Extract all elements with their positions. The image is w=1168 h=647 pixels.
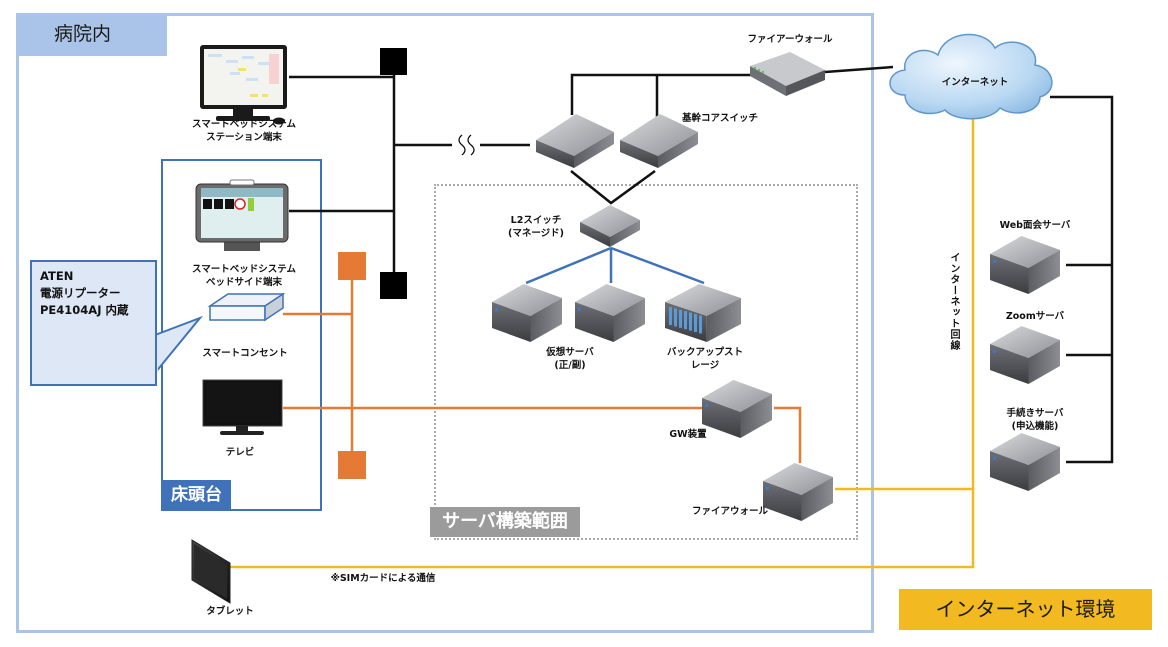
internet-line-tablet — [230, 117, 975, 569]
station-terminal-icon — [200, 45, 287, 125]
tablet-label: タブレット — [206, 606, 254, 617]
sim-note: ※SIMカードによる通信 — [330, 573, 436, 584]
bedside-terminal-label-line2: ベッドサイド端末 — [205, 277, 282, 288]
callout-pointer — [154, 315, 204, 376]
virtual-server-label-line2: (正/副) — [554, 360, 586, 371]
core-to-l2-links — [570, 169, 656, 205]
bedside-terminal-label: スマートベッドシステム ベッドサイド端末 — [170, 263, 318, 289]
internet-cloud-label: インターネット — [941, 77, 1009, 88]
tv-label: テレビ — [225, 447, 255, 458]
zoom-server-icon — [990, 326, 1060, 384]
procedure-server-icon — [990, 433, 1060, 491]
callout-brand: ATEN — [40, 269, 74, 283]
virtual-server-label-line1: 仮想サーバ — [546, 347, 594, 358]
line-break-symbol — [458, 134, 475, 156]
l2-switch-label-line1: L2スイッチ — [510, 215, 562, 226]
backup-storage-label-line1: バックアップスト — [666, 347, 743, 358]
web-meeting-server-icon — [990, 236, 1060, 294]
core-switch-1-icon — [536, 114, 614, 168]
station-terminal-label: スマートベッドシステム ステーション端末 — [170, 118, 318, 144]
backup-storage-label: バックアップスト レージ — [657, 346, 753, 372]
callout-model: PE4104AJ 内蔵 — [40, 303, 129, 317]
tv-icon — [202, 379, 283, 435]
l2-switch-label: L2スイッチ (マネージド) — [500, 214, 572, 240]
hospital-zone — [16, 13, 874, 633]
hub-square-top — [380, 48, 407, 75]
backup-storage-icon — [665, 284, 741, 342]
procedure-server-label: 手続きサーバ (申込機能) — [985, 407, 1085, 433]
internet-line-label: インターネット回線 — [948, 252, 959, 351]
orange-square-bottom — [338, 451, 366, 479]
smart-outlet-label: スマートコンセント — [202, 348, 288, 359]
station-terminal-label-line2: ステーション端末 — [206, 132, 282, 143]
internet-lines — [230, 117, 975, 569]
procedure-server-label-line1: 手続きサーバ — [1006, 408, 1064, 419]
gw-device-icon — [702, 380, 772, 438]
tablet-icon — [191, 539, 231, 604]
web-meeting-server-label: Web面会サーバ — [999, 220, 1071, 231]
internet-environment-label: インターネット環境 — [899, 589, 1152, 630]
bedside-table-label: 床頭台 — [161, 480, 231, 511]
l2-switch-icon — [580, 205, 640, 247]
orange-square-top — [338, 252, 366, 280]
backup-storage-label-line2: レージ — [690, 360, 720, 371]
l2-switch-label-line2: (マネージド) — [508, 228, 564, 239]
procedure-server-label-line2: (申込機能) — [1011, 421, 1059, 432]
core-switch-2-icon — [620, 114, 698, 168]
virtual-server-1-icon — [492, 284, 562, 342]
core-switch-label: 基幹コアスイッチ — [681, 113, 758, 124]
callout-product-type: 電源リプーター — [40, 286, 121, 300]
lan-lines — [289, 60, 1114, 464]
internet-cloud-icon — [889, 33, 1053, 120]
firewall-bottom-icon — [763, 463, 833, 521]
zoom-server-label: Zoomサーバ — [1005, 311, 1065, 322]
firewall-top-icon — [750, 52, 825, 96]
hub-square-bottom — [380, 272, 407, 299]
hospital-zone-label: 病院内 — [16, 13, 167, 56]
server-scope-zone — [434, 184, 858, 540]
server-scope-label: サーバ構築範囲 — [430, 507, 580, 537]
l2-to-virtual-server-1 — [525, 246, 612, 285]
virtual-server-label: 仮想サーバ (正/副) — [530, 346, 610, 372]
smart-outlet-icon — [207, 292, 286, 322]
core-switch-1-to-firewall — [570, 73, 758, 115]
aten-callout: ATEN 電源リプーター PE4104AJ 内蔵 — [30, 260, 157, 386]
bedside-terminal-icon — [195, 179, 289, 251]
firewall-to-internet-link — [824, 65, 894, 74]
firewall-bottom-label: ファイアウォール — [691, 506, 768, 517]
gw-device-label: GW装置 — [669, 429, 707, 440]
l2-lines — [525, 246, 705, 285]
l2-to-backup-storage — [610, 246, 705, 285]
firewall-top-label: ファイアーウォール — [747, 34, 833, 45]
gw-to-firewall-link — [774, 406, 802, 463]
virtual-server-2-icon — [575, 284, 645, 342]
bedside-terminal-label-line1: スマートベッドシステム — [192, 264, 296, 275]
internet-to-servers-trunk — [1050, 95, 1114, 464]
power-lines — [283, 280, 802, 463]
station-terminal-label-line1: スマートベッドシステム — [192, 119, 296, 130]
